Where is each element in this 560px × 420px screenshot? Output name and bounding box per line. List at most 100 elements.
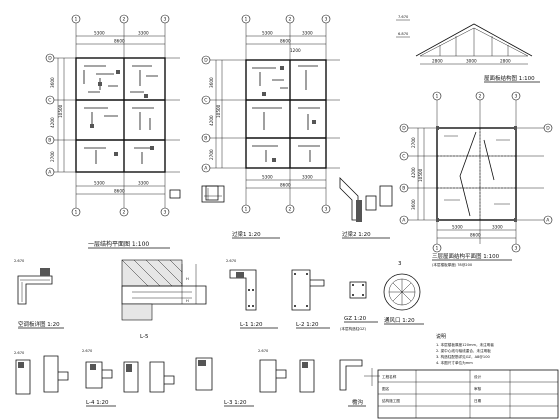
plan2-axis-bot-2: 2 — [289, 207, 292, 213]
l2-title: L-2 1:20 — [296, 322, 319, 328]
plan2-dim-side-3: 2700 — [209, 149, 214, 160]
plan1-axis-bot-3: 3 — [164, 210, 167, 216]
plan2-dim-top-1: 5300 — [262, 31, 273, 36]
plan3-axis-b: B — [402, 186, 405, 192]
plan1-dim-top-2: 3300 — [138, 31, 149, 36]
plan2-axis-a: A — [204, 166, 208, 172]
plan1-axis-a: A — [48, 170, 52, 176]
plan1-dim-bot-total: 8600 — [114, 189, 125, 194]
plan2-dim-side-2: 4200 — [209, 115, 214, 126]
plan2-axis-bot-1: 1 — [245, 207, 248, 213]
plan3-axis-top-2: 2 — [479, 94, 482, 100]
l1-level: 2.670 — [226, 259, 237, 263]
plan2-dim-top-sub: 1200 — [290, 48, 301, 53]
plan1-axis-b: B — [48, 138, 51, 144]
plan1-dim-top-total: 8600 — [114, 39, 125, 44]
plan3-axis-a: A — [402, 218, 406, 224]
plan3-axis-top-3: 3 — [515, 94, 518, 100]
plan3-note: (本层楼板厚度) ?8@200 — [432, 262, 473, 267]
floor-plan-3: 1 2 3 D C B A D A 2700 4200 3600 10500 5… — [399, 91, 553, 267]
plan3-axis-c: C — [402, 154, 405, 160]
title-block: 工程名称 图名 结构施工图 设计 审核 日期 — [377, 369, 559, 419]
section-row: 2.670 2.670 L-4 1:20 2.670 L-3 1:20 檐沟 — [14, 349, 380, 407]
lintel-2-detail: 过梁2 1:20 — [339, 177, 393, 239]
plan1-dim-side-3: 2700 — [50, 151, 55, 162]
roof-level-2: 6.870 — [398, 32, 409, 36]
plan3-dim-bot-total: 8600 — [470, 233, 481, 238]
plan3-dim-bot-1: 5300 — [452, 225, 463, 230]
plan1-axis-bot-1: 1 — [75, 210, 78, 216]
plan2-axis-bot-3: 3 — [325, 207, 328, 213]
floor-plan-2: 1 2 3 5300 3300 8600 1200 3600 4200 2700… — [201, 14, 340, 239]
l5-h-label: H — [186, 277, 189, 281]
sec-level-2: 2.670 — [82, 349, 93, 353]
vent-detail: 3 通风口 1:20 — [383, 261, 424, 325]
tb-design: 设计 — [474, 374, 482, 379]
plan1-axis-bot-2: 2 — [123, 210, 126, 216]
plan1-dim-top-1: 5300 — [94, 31, 105, 36]
note-4: 4. 本图尺寸单位为mm — [436, 360, 473, 365]
plan2-axis-b: B — [204, 136, 207, 142]
vent-number: 3 — [398, 261, 402, 267]
plan2-dim-top-2: 3300 — [302, 31, 313, 36]
plan3-title: 三层屋面结构平面图 1:100 — [432, 252, 500, 260]
plan3-axis-a-right: A — [546, 218, 550, 224]
tb-drawing: 图名 — [382, 386, 390, 391]
l1-title: L-1 1:20 — [240, 322, 263, 328]
ac-board-detail: 2.670 空调板详图 1:20 — [14, 259, 64, 329]
l4-title: L-4 1:20 — [86, 400, 109, 406]
plan3-dim-bot-2: 3300 — [492, 225, 503, 230]
general-notes: 说明 1. 本层楼板厚度120mm，未注明者 2. 梁中心线与轴线重合，未注明板… — [436, 333, 494, 365]
plan2-axis-top-1: 1 — [245, 17, 248, 23]
plan2-axis-c: C — [204, 98, 207, 104]
beam-l2-detail: L-2 1:20 — [291, 269, 330, 329]
plan1-dim-side-2: 4200 — [50, 117, 55, 128]
plan1-dim-side-1: 3600 — [50, 77, 55, 88]
sec-level-3: 2.670 — [258, 349, 269, 353]
plan3-axis-bot-3: 3 — [515, 246, 518, 252]
gz-title: GZ 1:20 — [344, 316, 367, 322]
vent-title: 通风口 1:20 — [384, 316, 415, 324]
plan2-dim-bot-2: 3300 — [302, 175, 313, 180]
roof-dim-1: 2800 — [432, 59, 443, 64]
plan1-axis-c: C — [48, 98, 51, 104]
plan2-dim-bot-total: 8600 — [280, 183, 291, 188]
plan1-dim-side-total: 10500 — [58, 104, 63, 118]
floor-plan-1: 1 2 3 5300 3300 8600 3600 4200 2700 1050… — [45, 14, 219, 249]
plan1-dim-bot-2: 3300 — [138, 181, 149, 186]
roof-section: 7.670 6.870 2800 3000 2800 屋面板结构图 1:100 — [396, 15, 540, 83]
gutter-title: 檐沟 — [352, 398, 364, 406]
plan3-axis-top-1: 1 — [436, 94, 439, 100]
plan2-dim-top-total: 8600 — [280, 39, 291, 44]
column-gz-detail: GZ 1:20 (本层构造柱GZ) — [340, 281, 378, 331]
lintel1-title: 过梁1 1:20 — [232, 230, 261, 238]
roof-dim-3: 2800 — [500, 59, 511, 64]
plan3-dim-side-1: 2700 — [411, 137, 416, 148]
l5-h2-label: H — [186, 299, 189, 303]
plan1-title: 一层结构平面图 1:100 — [88, 240, 149, 248]
plan2-dim-bot-1: 5300 — [262, 175, 273, 180]
plan3-axis-d-right: D — [546, 126, 550, 132]
beam-l1-detail: 2.670 L-1 1:20 — [226, 259, 278, 329]
plan2-dim-side-total: 10500 — [216, 104, 221, 118]
plan1-axis-top-3: 3 — [164, 17, 167, 23]
plan1-axis-top-2: 2 — [123, 17, 126, 23]
roof-dim-2: 3000 — [466, 59, 477, 64]
roof-section-title: 屋面板结构图 1:100 — [484, 74, 535, 82]
plan1-dim-bot-1: 5300 — [94, 181, 105, 186]
note-2: 2. 梁中心线与轴线重合，未注明板 — [436, 348, 491, 353]
plan2-axis-top-3: 3 — [325, 17, 328, 23]
plan1-axis-d: D — [48, 56, 52, 62]
plan3-dim-side-2: 4200 — [411, 167, 416, 178]
plan1-axis-top-1: 1 — [75, 17, 78, 23]
plan3-dim-side-3: 3600 — [411, 199, 416, 210]
ac-level: 2.670 — [14, 259, 25, 263]
plan2-dim-side-1: 3600 — [209, 77, 214, 88]
note-1: 1. 本层楼板厚度120mm，未注明者 — [436, 342, 494, 347]
lintel2-title: 过梁2 1:20 — [342, 230, 371, 238]
notes-heading: 说明 — [436, 333, 446, 340]
roof-level-top: 7.670 — [398, 15, 409, 19]
tb-date: 日期 — [474, 398, 482, 403]
